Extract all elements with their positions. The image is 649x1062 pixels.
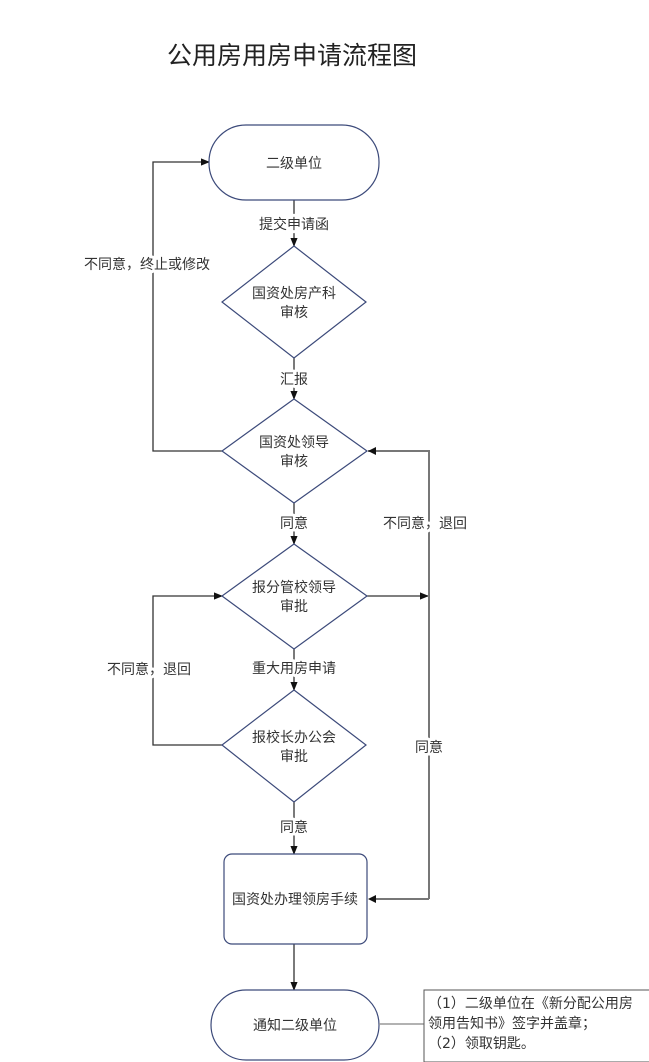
node-start [208,124,380,201]
note-line-1: （1）二级单位在《新分配公用房 [428,996,633,1012]
note-box [423,989,649,1062]
page-title: 公用房用房申请流程图 [166,41,417,70]
label-major-request: 重大用房申请 [252,661,336,677]
edge-approve2-reject-to-approve1 [152,592,223,746]
node-process [223,853,368,945]
node-review1-label-2: 审核 [280,305,308,321]
label-agree-right: 同意 [415,739,443,756]
edge-right-return [368,450,430,899]
label-report: 汇报 [280,372,308,388]
node-approve1-label-1: 报分管校领导 [252,579,336,596]
node-process-label: 国资处办理领房手续 [232,891,358,908]
label-reject-stop: 不同意，终止或修改 [84,256,210,273]
node-review2 [220,398,369,504]
note-line-3: （2）领取钥匙。 [428,1036,535,1052]
node-approve1-label-2: 审批 [280,599,308,615]
node-review2-label-2: 审核 [280,454,308,470]
label-agree-1: 同意 [280,515,308,532]
arrowhead-review2 [368,447,376,455]
label-reject-back-left: 不同意，退回 [107,661,191,678]
arrowhead-process [368,895,376,903]
edge-review2-reject-to-start [152,158,222,452]
node-review2-label-1: 国资处领导 [259,435,329,451]
node-approve2-label-1: 报校长办公会 [252,729,336,746]
node-end-label: 通知二级单位 [253,1017,337,1034]
label-reject-back-right: 不同意，退回 [383,515,467,532]
node-review1-label-1: 国资处房产科 [252,286,336,302]
node-end [210,989,380,1061]
label-agree-2: 同意 [280,819,308,836]
node-start-label: 二级单位 [266,156,322,172]
node-approve2 [221,689,367,803]
label-submit: 提交申请函 [259,216,329,233]
note-line-2: 领用告知书》签字并盖章； [428,1015,596,1032]
node-approve1 [220,543,369,650]
node-review1 [221,245,367,359]
node-approve2-label-2: 审批 [280,749,308,765]
